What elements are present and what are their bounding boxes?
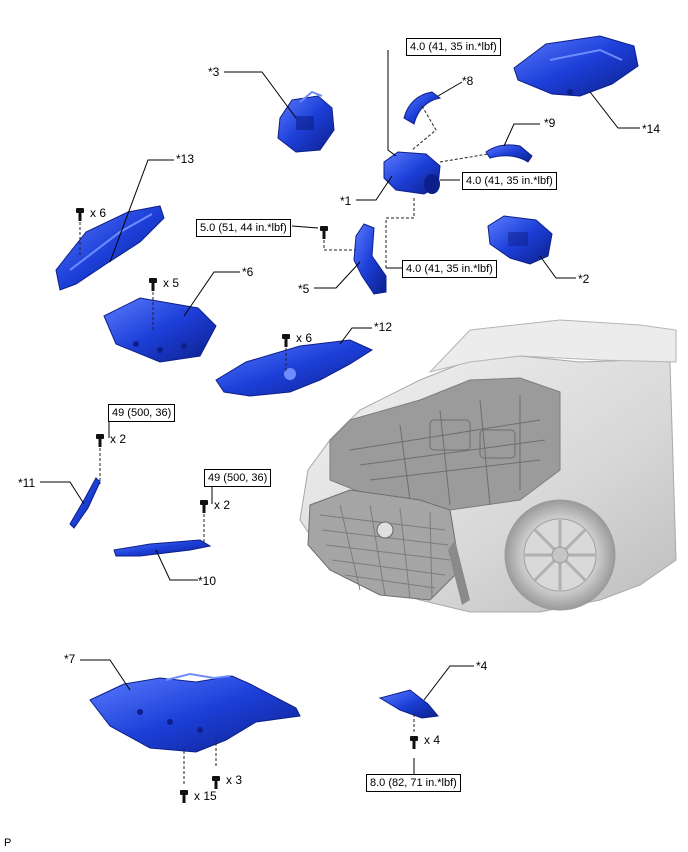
quantity-6: x 5	[163, 276, 180, 290]
quantity-11: x 2	[110, 432, 127, 446]
callout-10: *10	[198, 574, 217, 588]
leader-lines	[40, 50, 640, 774]
part-1	[383, 151, 441, 195]
quantity-13: x 6	[90, 206, 107, 220]
quantity-10: x 2	[214, 498, 231, 512]
part-7	[89, 672, 301, 753]
quantity-7a: x 3	[226, 773, 243, 787]
part-10	[113, 539, 212, 557]
quantity-12: x 6	[296, 331, 313, 345]
torque-spec-10: 49 (500, 36)	[204, 469, 272, 487]
part-12	[215, 339, 374, 397]
part-11	[69, 477, 101, 529]
part-5	[353, 223, 387, 295]
footer-mark: P	[4, 837, 12, 849]
callout-5: *5	[298, 282, 310, 296]
callout-6: *6	[242, 265, 254, 279]
part-4	[378, 689, 439, 719]
callout-11: *11	[18, 476, 36, 490]
alignment-lines	[79, 105, 489, 784]
torque-spec-1-right: 4.0 (41, 35 in.*lbf)	[462, 172, 557, 190]
callout-12: *12	[374, 320, 393, 334]
part-13	[55, 205, 165, 291]
part-9	[485, 144, 533, 163]
part-8	[403, 91, 442, 125]
part-3	[277, 90, 335, 153]
quantity-7b: x 15	[194, 789, 217, 803]
callout-2: *2	[578, 272, 590, 286]
bolt-icon	[76, 208, 418, 803]
torque-spec-11: 49 (500, 36)	[108, 404, 176, 422]
vehicle-illustration	[299, 319, 677, 613]
callout-4: *4	[476, 659, 488, 673]
callout-9: *9	[544, 116, 556, 130]
part-6	[103, 297, 217, 363]
torque-spec-1-top: 4.0 (41, 35 in.*lbf)	[406, 38, 501, 56]
part-2	[487, 215, 553, 265]
quantity-4: x 4	[424, 733, 441, 747]
torque-spec-4: 8.0 (82, 71 in.*lbf)	[366, 774, 461, 792]
callout-14: *14	[642, 122, 661, 136]
torque-spec-5-left: 5.0 (51, 44 in.*lbf)	[196, 219, 291, 237]
callout-13: *13	[176, 152, 195, 166]
callout-3: *3	[208, 65, 220, 79]
callout-1: *1	[340, 194, 352, 208]
torque-spec-5-right: 4.0 (41, 35 in.*lbf)	[402, 260, 497, 278]
callout-8: *8	[462, 74, 474, 88]
part-14	[513, 35, 639, 97]
callout-7: *7	[64, 652, 76, 666]
